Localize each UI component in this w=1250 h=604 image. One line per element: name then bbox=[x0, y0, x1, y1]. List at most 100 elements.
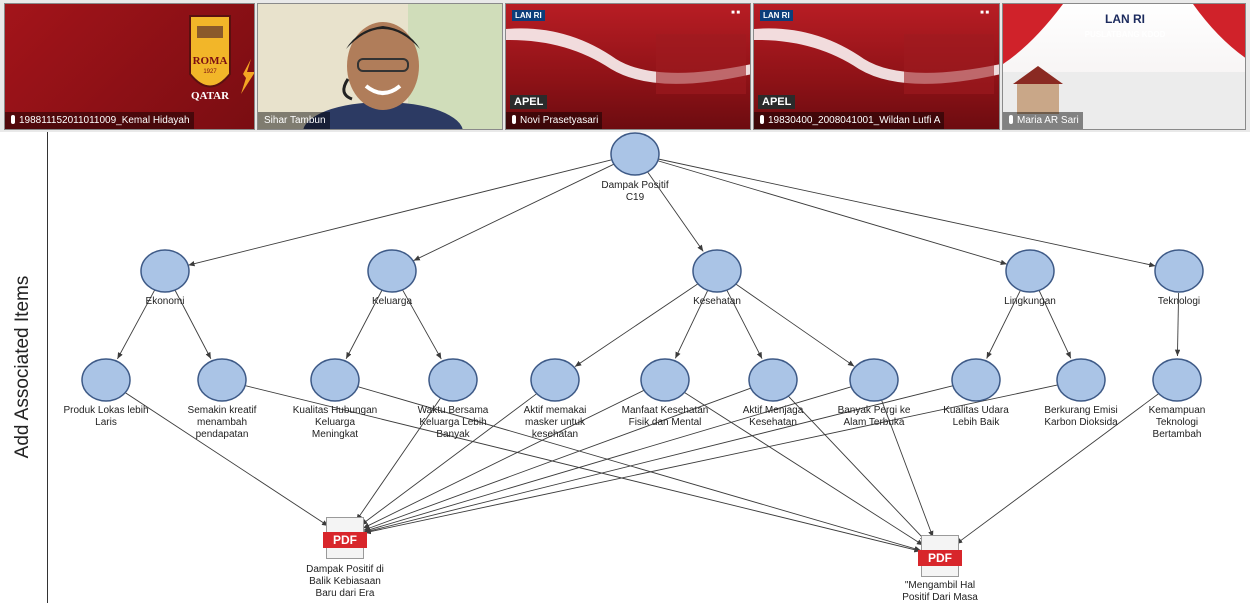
background-banner bbox=[506, 28, 750, 94]
participant-name-text: 19830400_2008041001_Wildan Lutfi A bbox=[768, 115, 941, 126]
edge-l6-pdf1 bbox=[362, 389, 646, 529]
video-participant-strip: ROMA 1927 QATAR 198811152011011009_Kemal… bbox=[0, 0, 1250, 132]
concept-map-canvas[interactable]: Dampak Positif C19 Ekonomi Keluarga Kese… bbox=[48, 132, 1250, 603]
edge-l11-pdf2 bbox=[955, 392, 1160, 545]
mic-icon bbox=[11, 115, 15, 124]
node-label-lingkungan: Lingkungan bbox=[1004, 296, 1056, 307]
edge-group bbox=[117, 158, 1181, 553]
edge-l3-pdf2 bbox=[355, 385, 921, 552]
sponsor-text: QATAR bbox=[191, 90, 230, 102]
participant-video bbox=[258, 4, 502, 129]
node-l7[interactable] bbox=[748, 358, 798, 402]
node-label-ekonomi: Ekonomi bbox=[145, 296, 185, 307]
participant-name-text: Maria AR Sari bbox=[1017, 115, 1079, 126]
puslat-subtitle: PUSLATBANG KDOD bbox=[1084, 30, 1166, 39]
node-l8[interactable] bbox=[849, 358, 899, 402]
participant-name: Sihar Tambun bbox=[258, 112, 330, 129]
participant-name-text: Novi Prasetyasari bbox=[520, 115, 599, 126]
node-l2[interactable] bbox=[197, 358, 247, 402]
node-label-l11: Kemampuan Teknologi Bertambah bbox=[1148, 405, 1206, 440]
edge-l4-pdf1 bbox=[355, 397, 441, 521]
background-banner bbox=[1003, 4, 1245, 129]
edge-root-keluarga bbox=[413, 163, 616, 261]
edge-ekonomi-l2 bbox=[174, 290, 212, 359]
lan-ri-logo: LAN RI bbox=[760, 10, 793, 21]
video-tile-4[interactable]: LAN RI ■ ■ APEL 19830400_2008041001_Wild… bbox=[753, 3, 1000, 130]
node-teknologi[interactable] bbox=[1154, 249, 1204, 293]
video-tile-5[interactable]: LAN RI PUSLATBANG KDOD Maria AR Sari bbox=[1002, 3, 1246, 130]
node-label-l1: Produk Lokas lebih Laris bbox=[63, 405, 149, 428]
node-l5[interactable] bbox=[530, 358, 580, 402]
edge-root-kesehatan bbox=[647, 171, 704, 252]
node-l6[interactable] bbox=[640, 358, 690, 402]
edge-l5-pdf1 bbox=[360, 392, 538, 526]
mic-icon bbox=[512, 115, 516, 124]
node-label-keluarga: Keluarga bbox=[371, 296, 413, 307]
node-label-kesehatan: Kesehatan bbox=[693, 296, 741, 307]
node-ekonomi[interactable] bbox=[140, 249, 190, 293]
edge-root-lingkungan bbox=[655, 159, 1008, 265]
background-banner bbox=[754, 28, 999, 94]
node-l3[interactable] bbox=[310, 358, 360, 402]
node-label-root: Dampak Positif C19 bbox=[601, 180, 669, 203]
pdf-document-1[interactable]: PDF bbox=[323, 517, 367, 559]
node-label-l6: Manfaat Kesehatan Fisik dan Mental bbox=[621, 405, 709, 428]
video-tile-2[interactable]: Sihar Tambun bbox=[257, 3, 503, 130]
roma-year: 1927 bbox=[203, 69, 217, 75]
participant-name: 198811152011011009_Kemal Hidayah bbox=[5, 112, 194, 129]
lan-ri-logo: LAN RI bbox=[512, 10, 545, 21]
associated-items-panel[interactable] bbox=[0, 132, 48, 603]
node-l11[interactable] bbox=[1152, 358, 1202, 402]
edge-root-ekonomi bbox=[188, 158, 614, 267]
node-group bbox=[81, 132, 1204, 402]
node-root[interactable] bbox=[610, 132, 660, 176]
participant-name: Maria AR Sari bbox=[1003, 112, 1083, 129]
edge-l1-pdf1 bbox=[124, 391, 329, 527]
video-tile-1[interactable]: ROMA 1927 QATAR 198811152011011009_Kemal… bbox=[4, 3, 255, 130]
node-label-teknologi: Teknologi bbox=[1157, 296, 1201, 307]
edge-l10-pdf1 bbox=[364, 384, 1060, 535]
apel-badge: APEL bbox=[510, 95, 548, 109]
add-associated-items-label[interactable]: Add Associated Items bbox=[12, 275, 33, 459]
mic-icon bbox=[1009, 115, 1013, 124]
node-keluarga[interactable] bbox=[367, 249, 417, 293]
node-label-l2: Semakin kreatif menambah pendapatan bbox=[187, 405, 257, 440]
pdf-title-1: Dampak Positif di Balik Kebiasaan Baru d… bbox=[306, 564, 384, 599]
edge-l2-pdf2 bbox=[243, 384, 921, 553]
edge-l7-pdf1 bbox=[363, 387, 753, 531]
edge-l6-pdf2 bbox=[683, 391, 924, 546]
node-label-l5: Aktif memakai masker untuk kesehatan bbox=[523, 405, 587, 440]
node-lingkungan[interactable] bbox=[1005, 249, 1055, 293]
node-l4[interactable] bbox=[428, 358, 478, 402]
node-label-l7: Aktif Menjaga Kesehatan bbox=[742, 405, 804, 428]
edge-kesehatan-l5 bbox=[574, 282, 699, 367]
edge-teknologi-l11 bbox=[1174, 292, 1181, 357]
node-kesehatan[interactable] bbox=[692, 249, 742, 293]
node-l10[interactable] bbox=[1056, 358, 1106, 402]
edge-keluarga-l3 bbox=[345, 290, 383, 359]
apel-badge: APEL bbox=[758, 95, 796, 109]
node-label-l9: Kualitas Udara Lebih Baik bbox=[943, 405, 1009, 428]
mic-icon bbox=[760, 115, 764, 124]
edge-keluarga-l4 bbox=[402, 289, 442, 360]
node-label-l4: Waktu Bersama Keluarga Lebih Banyak bbox=[417, 405, 489, 440]
org-logo: ■ ■ bbox=[731, 10, 740, 16]
node-label-l10: Berkurang Emisi Karbon Dioksida bbox=[1044, 405, 1118, 428]
edge-kesehatan-l8 bbox=[734, 283, 855, 367]
node-label-l8: Banyak Pergi ke Alam Terbuka bbox=[837, 405, 911, 428]
edge-l7-pdf2 bbox=[787, 395, 927, 542]
edge-kesehatan-l6 bbox=[674, 290, 708, 359]
participant-name-text: 198811152011011009_Kemal Hidayah bbox=[19, 115, 190, 126]
concept-map-edges bbox=[81, 132, 1204, 553]
org-logo: ■ ■ bbox=[980, 10, 989, 16]
edge-l9-pdf1 bbox=[364, 384, 955, 534]
edge-ekonomi-l1 bbox=[117, 290, 155, 360]
node-l9[interactable] bbox=[951, 358, 1001, 402]
roma-club: ROMA bbox=[193, 55, 228, 67]
participant-name: Novi Prasetyasari bbox=[506, 112, 603, 129]
edge-l8-pdf2 bbox=[881, 400, 934, 538]
pdf-document-2[interactable]: PDF bbox=[918, 535, 962, 577]
video-tile-3[interactable]: LAN RI ■ ■ APEL Novi Prasetyasari bbox=[505, 3, 751, 130]
node-l1[interactable] bbox=[81, 358, 131, 402]
pdf-icon: PDF bbox=[918, 550, 962, 566]
